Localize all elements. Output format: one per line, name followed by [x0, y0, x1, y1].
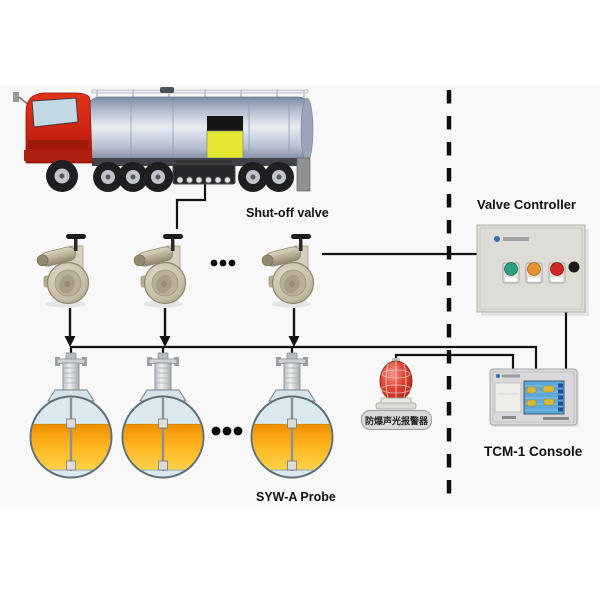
shutoff-valve-label: Shut-off valve — [246, 206, 329, 220]
discharge-manifold — [172, 160, 236, 185]
truck-cab — [13, 92, 93, 164]
hazard-placard-yellow — [206, 130, 244, 159]
valve-ellipsis-dots — [210, 259, 236, 267]
windshield — [31, 97, 79, 128]
wheel — [118, 162, 148, 192]
tcm-console-label: TCM-1 Console — [484, 444, 583, 459]
indicator-lamp-amber — [525, 262, 543, 284]
tank-ellipsis-dots — [211, 426, 243, 436]
tanker-truck — [13, 87, 314, 192]
grille — [28, 140, 88, 149]
valve-controller-label: Valve Controller — [477, 197, 576, 212]
console-logo-icon — [496, 374, 500, 378]
console-footer-text-right — [543, 417, 569, 420]
console-footer-text-left — [502, 416, 516, 419]
rear-mudflap — [296, 157, 311, 192]
beacon-flange — [375, 402, 417, 410]
tank-barrel — [86, 96, 312, 164]
wheel — [143, 162, 173, 192]
wheel — [238, 162, 268, 192]
mirror — [13, 92, 19, 102]
console-side-keys — [558, 383, 563, 412]
wheel — [93, 162, 123, 192]
console-screen — [523, 380, 565, 415]
alarm-beacon — [375, 358, 417, 410]
alarm-device-label: 防爆声光报警器 — [361, 410, 432, 430]
console-logo-text — [502, 374, 520, 378]
indicator-lamp-red — [548, 262, 566, 284]
wheel — [264, 162, 294, 192]
tcm-console — [489, 368, 579, 427]
rail-posts — [96, 90, 305, 98]
indicator-lamp-green — [502, 262, 520, 284]
controller-logo-text — [503, 237, 529, 241]
tank-top-rail — [91, 89, 309, 94]
syw-probe-label: SYW-A Probe — [256, 490, 336, 504]
tank-manhole — [160, 87, 174, 93]
tank-end-cap — [300, 97, 314, 163]
line-probe-bus — [70, 345, 538, 369]
beacon-cage — [385, 361, 407, 401]
hazard-placard-black — [207, 116, 243, 131]
tank-seams — [130, 98, 290, 162]
console-screen-buttons — [526, 385, 555, 407]
valve-controller-box — [476, 224, 589, 316]
wheels — [46, 160, 294, 192]
console-left-panel — [494, 382, 522, 413]
line-truck-to-valve — [175, 184, 207, 229]
bumper — [24, 150, 92, 161]
controller-logo-icon — [494, 236, 500, 242]
controller-knob — [568, 261, 580, 273]
wheel — [46, 160, 78, 192]
